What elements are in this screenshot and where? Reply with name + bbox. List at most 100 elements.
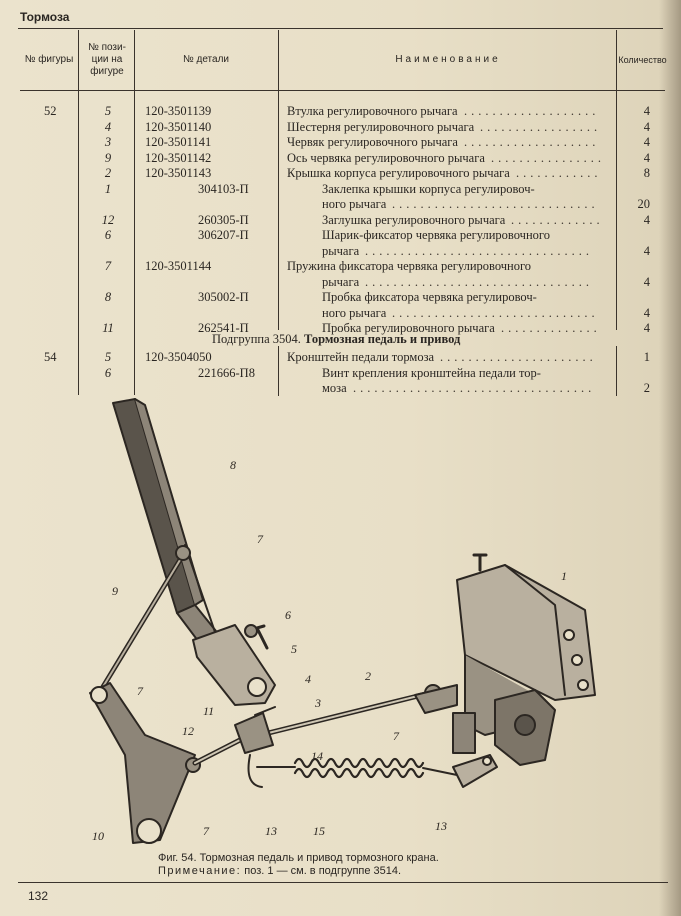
callout-7: 7 <box>137 684 144 698</box>
col-divider <box>278 30 279 330</box>
col-divider <box>616 30 617 330</box>
position-number: 12 <box>101 212 115 227</box>
col-part: № детали <box>182 54 230 65</box>
position-number: 3 <box>104 135 112 149</box>
part-name: Шарик-фиксатор червяка регулировочного <box>322 228 550 242</box>
part-name: Кронштейн педали тормоза <box>287 350 435 364</box>
col-name: Наименование <box>395 54 501 65</box>
figure-number: 54 <box>44 350 57 364</box>
callout-12: 12 <box>182 724 194 738</box>
part-number: 120-3501140 <box>145 119 212 134</box>
position-number: 7 <box>104 259 112 273</box>
quantity: 8 <box>643 166 650 180</box>
leader-dots: ............................. <box>392 197 599 211</box>
brake-pedal-illustration: 8 7 9 6 5 7 11 4 3 2 7 1 12 14 7 10 13 1… <box>89 398 596 844</box>
part-name: Пробка регулировочного рычага <box>322 321 495 335</box>
part-name: Втулка регулировочного рычага <box>287 104 458 118</box>
col-position: № пози-ции на фигуре <box>88 42 126 77</box>
position-number: 8 <box>104 290 112 304</box>
table-row: 7 120-3501144 Пружина фиксатора червяка ре… <box>0 259 681 273</box>
part-number: 260305-П <box>198 212 249 227</box>
callout-2: 2 <box>365 669 371 683</box>
part-name: Крышка корпуса регулировочного рычага <box>287 166 510 180</box>
table-row: ного рычага 20...........................… <box>0 197 681 211</box>
table-row: 2 120-3501143 Крышка корпуса регулировочно… <box>0 166 681 180</box>
position-number: 5 <box>104 350 112 364</box>
leader-dots: ............ <box>516 166 602 180</box>
leader-dots: ............. <box>511 212 604 227</box>
table-row: рычага 4................................ <box>0 275 681 289</box>
part-number: 120-3501143 <box>145 166 212 180</box>
position-number: 2 <box>104 166 112 180</box>
quantity: 4 <box>643 321 650 335</box>
position-number: 6 <box>104 365 112 380</box>
quantity: 4 <box>643 119 650 134</box>
callout-6: 6 <box>285 608 291 622</box>
part-name: Червяк регулировочного рычага <box>287 135 458 149</box>
footer-rule <box>18 882 668 883</box>
callout-7: 7 <box>257 532 264 546</box>
part-name: Пружина фиксатора червяка регулировочног… <box>287 259 532 273</box>
quantity: 4 <box>643 243 650 258</box>
quantity: 4 <box>643 104 650 118</box>
part-number: 120-3501144 <box>145 259 212 273</box>
position-number: 9 <box>104 150 112 165</box>
part-name: Шестерня регулировочного рычага <box>287 119 475 134</box>
leader-dots: ................. <box>480 119 602 134</box>
callout-8: 8 <box>230 458 236 472</box>
col-qty: Количество <box>618 55 667 65</box>
quantity: 4 <box>643 150 650 165</box>
header-rule <box>18 28 663 29</box>
leader-dots: .................................. <box>353 381 596 395</box>
callout-4: 4 <box>305 672 311 686</box>
table-row: моза 2.................................. <box>0 381 681 395</box>
part-number: 305002-П <box>198 290 249 304</box>
callout-15: 15 <box>313 824 325 838</box>
subgroup-title: Тормозная педаль и привод <box>304 332 461 346</box>
caption-note: Примечание: поз. 1 — см. в подгруппе 351… <box>158 865 439 878</box>
table-row: 3 120-3501141 Червяк регулировочного рычаг… <box>0 135 681 149</box>
part-number: 120-3501141 <box>145 135 212 149</box>
callout-3: 3 <box>314 696 321 710</box>
note-label: Примечание: <box>158 865 242 877</box>
part-name: моза <box>322 381 347 395</box>
quantity: 4 <box>643 305 650 320</box>
part-name: Пробка фиксатора червяка регулировоч- <box>322 290 537 304</box>
callout-1: 1 <box>561 569 567 583</box>
quantity: 20 <box>637 197 651 211</box>
figure-number: 52 <box>44 104 57 118</box>
part-number: 262541-П <box>198 321 249 335</box>
part-number: 120-3504050 <box>145 350 212 364</box>
leader-dots: ................................ <box>365 274 593 289</box>
quantity: 4 <box>643 274 650 289</box>
page-number: 132 <box>28 889 49 903</box>
col-divider <box>616 346 617 396</box>
part-name: рычага <box>322 243 360 258</box>
quantity: 4 <box>643 212 650 227</box>
position-number: 6 <box>104 228 112 242</box>
callout-5: 5 <box>291 642 297 656</box>
book-spine-shadow <box>659 0 681 916</box>
part-name: Винт крепления кронштейна педали тор- <box>322 365 541 380</box>
part-name: рычага <box>322 274 360 289</box>
leader-dots: ................... <box>464 104 600 118</box>
caption-title: Фиг. 54. Тормозная педаль и привод тормо… <box>158 852 439 864</box>
quantity: 1 <box>643 350 650 364</box>
subgroup-heading: Подгруппа 3504. Тормозная педаль и приво… <box>212 332 460 347</box>
position-number: 4 <box>104 119 112 134</box>
callout-10: 10 <box>92 829 104 843</box>
callout-13: 13 <box>435 819 447 833</box>
section-header: Тормоза <box>20 10 70 24</box>
leader-dots: ................................ <box>365 243 593 258</box>
part-name: Заглушка регулировочного рычага <box>322 212 506 227</box>
figure-caption: Фиг. 54. Тормозная педаль и привод тормо… <box>158 852 439 878</box>
part-name: ного рычага <box>322 197 387 211</box>
part-number: 221666-П8 <box>198 365 255 380</box>
part-name: Заклепка крышки корпуса регулировоч- <box>322 181 535 196</box>
quantity: 2 <box>643 381 650 395</box>
